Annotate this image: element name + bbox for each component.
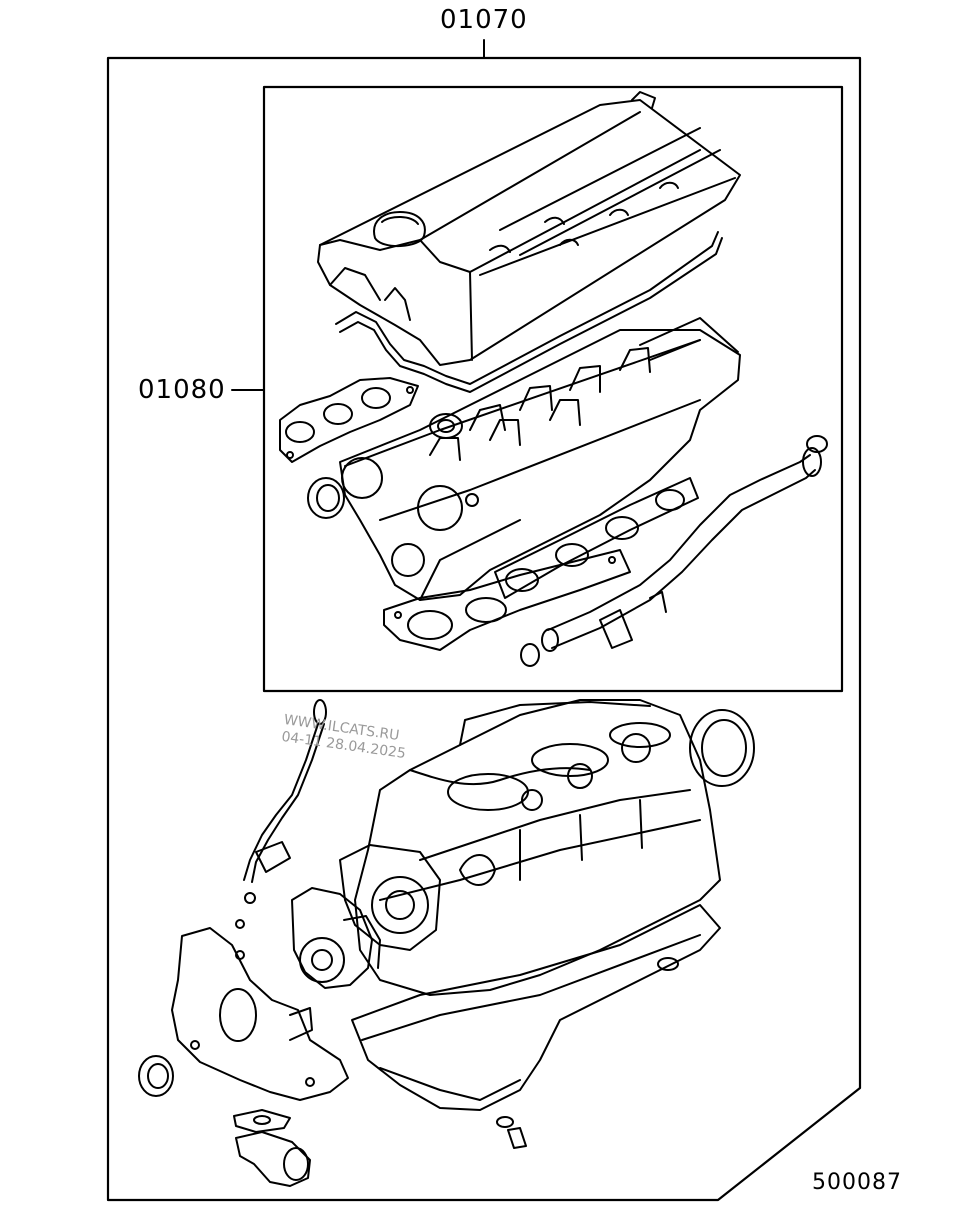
rear-oil-seal[interactable]: [689, 709, 755, 787]
rocker-cover[interactable]: [317, 91, 741, 366]
rocker-cover-gasket[interactable]: [335, 231, 723, 393]
inner-kit-frame: [231, 85, 844, 693]
cylinder-block[interactable]: [354, 699, 721, 996]
water-pump[interactable]: [291, 844, 441, 989]
water-inlet-fitting[interactable]: [233, 1109, 311, 1187]
water-pipe[interactable]: [520, 435, 828, 667]
exhaust-manifold-gasket[interactable]: [279, 377, 419, 463]
oil-pump-case[interactable]: [171, 927, 349, 1101]
figure-number: 500087: [812, 1170, 902, 1195]
outer-kit-callout[interactable]: 01070: [440, 5, 528, 35]
oil-pan[interactable]: [351, 904, 721, 1111]
cylinder-head[interactable]: [339, 317, 741, 601]
outer-kit-frame: [106, 39, 862, 1202]
oil-level-gauge[interactable]: [235, 699, 327, 929]
cylinder-head-gasket[interactable]: [383, 549, 631, 651]
inner-kit-callout[interactable]: 01080: [138, 375, 226, 405]
drain-plug[interactable]: [496, 1116, 527, 1149]
intake-manifold-gasket[interactable]: [494, 477, 699, 599]
front-oil-seal[interactable]: [138, 1055, 174, 1097]
